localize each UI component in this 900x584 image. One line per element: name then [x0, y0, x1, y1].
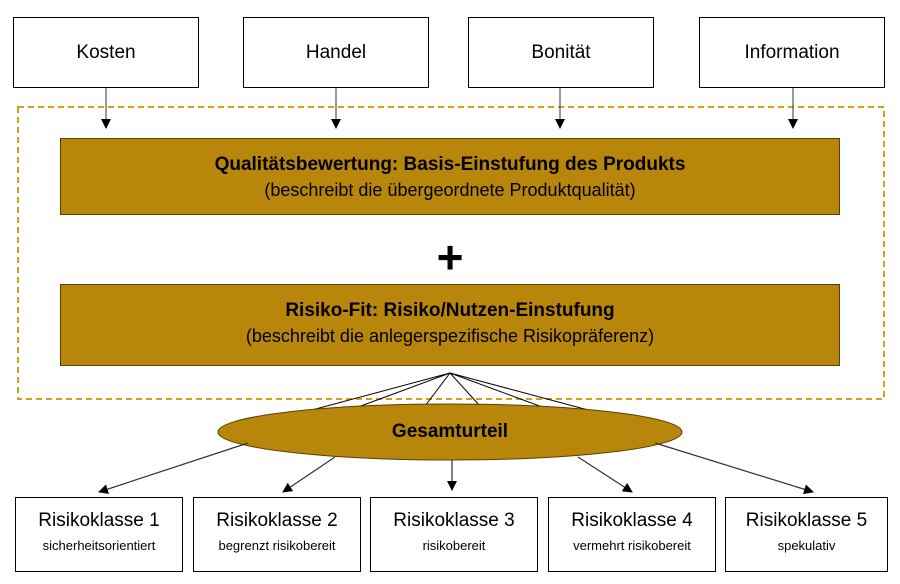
input-label: Handel	[305, 41, 367, 63]
risk-fit-subtitle: (beschreibt die anlegerspezifische Risik…	[245, 326, 655, 346]
quality-box: Qualitätsbewertung: Basis-Einstufung des…	[60, 138, 840, 215]
risk-class-name: Risikoklasse 4	[571, 510, 693, 531]
risk-class-name: Risikoklasse 5	[745, 510, 868, 531]
quality-title: Qualitätsbewertung: Basis-Einstufung des…	[214, 154, 686, 175]
arrow-class-4	[577, 456, 633, 493]
risk-class-desc: begrenzt risikobereit	[218, 538, 336, 553]
input-box-handel: Handel	[243, 17, 429, 88]
input-label: Information	[744, 41, 840, 63]
risk-class-desc: sicherheitsorientiert	[42, 538, 156, 553]
risk-class-desc: spekulativ	[777, 538, 836, 553]
risk-class-desc: risikobereit	[422, 538, 486, 553]
arrow-class-5	[654, 442, 814, 495]
risk-fit-box: Risiko-Fit: Risiko/Nutzen-Einstufung (be…	[60, 284, 840, 366]
risk-class-name: Risikoklasse 1	[38, 510, 160, 531]
risk-class-desc: vermehrt risikobereit	[573, 538, 691, 553]
arrow-class-1	[98, 442, 249, 494]
arrow-class-2	[282, 456, 336, 493]
input-box-bonitaet: Bonität	[468, 17, 654, 88]
risk-class-box-2: Risikoklasse 2 begrenzt risikobereit	[193, 497, 361, 572]
quality-subtitle: (beschreibt die übergeordnete Produktqua…	[264, 180, 636, 200]
overall-oval	[217, 403, 683, 461]
plus-sign: +	[436, 231, 464, 283]
input-label: Bonität	[531, 41, 591, 63]
overall-label: Gesamturteil	[391, 421, 509, 442]
dashed-frame	[17, 106, 885, 400]
risk-class-box-3: Risikoklasse 3 risikobereit	[370, 497, 538, 572]
risk-class-box-1: Risikoklasse 1 sicherheitsorientiert	[15, 497, 183, 572]
risk-class-name: Risikoklasse 3	[393, 510, 515, 531]
input-label: Kosten	[76, 41, 136, 63]
risk-class-box-5: Risikoklasse 5 spekulativ	[725, 497, 888, 572]
input-box-kosten: Kosten	[13, 17, 199, 88]
risk-class-name: Risikoklasse 2	[216, 510, 338, 531]
input-box-information: Information	[699, 17, 885, 88]
risk-fit-title: Risiko-Fit: Risiko/Nutzen-Einstufung	[285, 300, 615, 321]
risk-class-box-4: Risikoklasse 4 vermehrt risikobereit	[548, 497, 716, 572]
